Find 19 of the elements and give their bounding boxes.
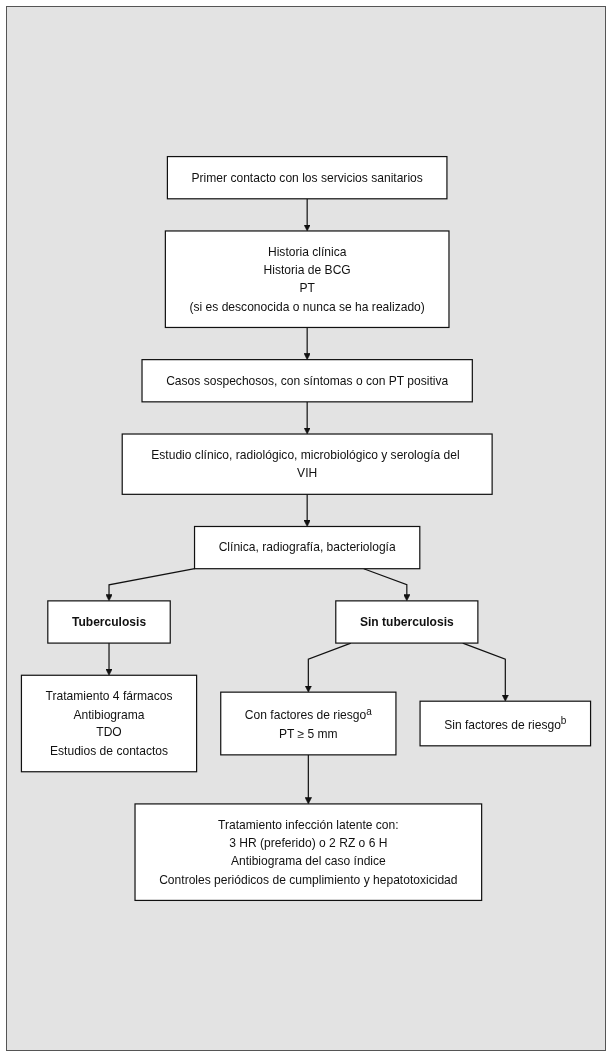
node-box: Clínica, radiografía, bacteriología bbox=[193, 525, 421, 570]
node-box: Sin tuberculosis bbox=[335, 600, 479, 644]
node-box: Estudio clínico, radiológico, microbiológico y serología del VIH bbox=[121, 433, 493, 495]
arrow bbox=[304, 754, 312, 805]
arrow bbox=[303, 326, 311, 360]
node-box: Historia clínica Historia de BCG PT (si es desconocida o nunca se ha realizado) bbox=[164, 230, 450, 329]
arrow bbox=[105, 642, 113, 676]
arrow bbox=[303, 401, 311, 435]
arrow bbox=[303, 493, 311, 527]
node-box: Con factores de riesgo$^{a}$ PT ≥ 5 mm bbox=[220, 691, 397, 756]
node-box: Tratamiento infección latente con: 3 HR (preferido) o 2 RZ o 6 H Antibiograma del caso índice Controles periódicos de cumplimiento y hepatotoxicidad bbox=[134, 803, 483, 902]
node-box: Tuberculosis bbox=[47, 600, 171, 644]
arrow bbox=[105, 568, 196, 602]
node-box: Casos sospechosos, con síntomas o con PT positiva bbox=[141, 359, 473, 403]
arrow bbox=[303, 198, 311, 232]
node-box: Primer contacto con los servicios sanitarios bbox=[166, 155, 448, 200]
arrow bbox=[363, 568, 411, 602]
node-box: Tratamiento 4 fármacos Antibiograma TDO Estudios de contactos bbox=[20, 674, 198, 773]
node-box: Sin factores de riesgo$^{b}$ bbox=[419, 700, 592, 747]
